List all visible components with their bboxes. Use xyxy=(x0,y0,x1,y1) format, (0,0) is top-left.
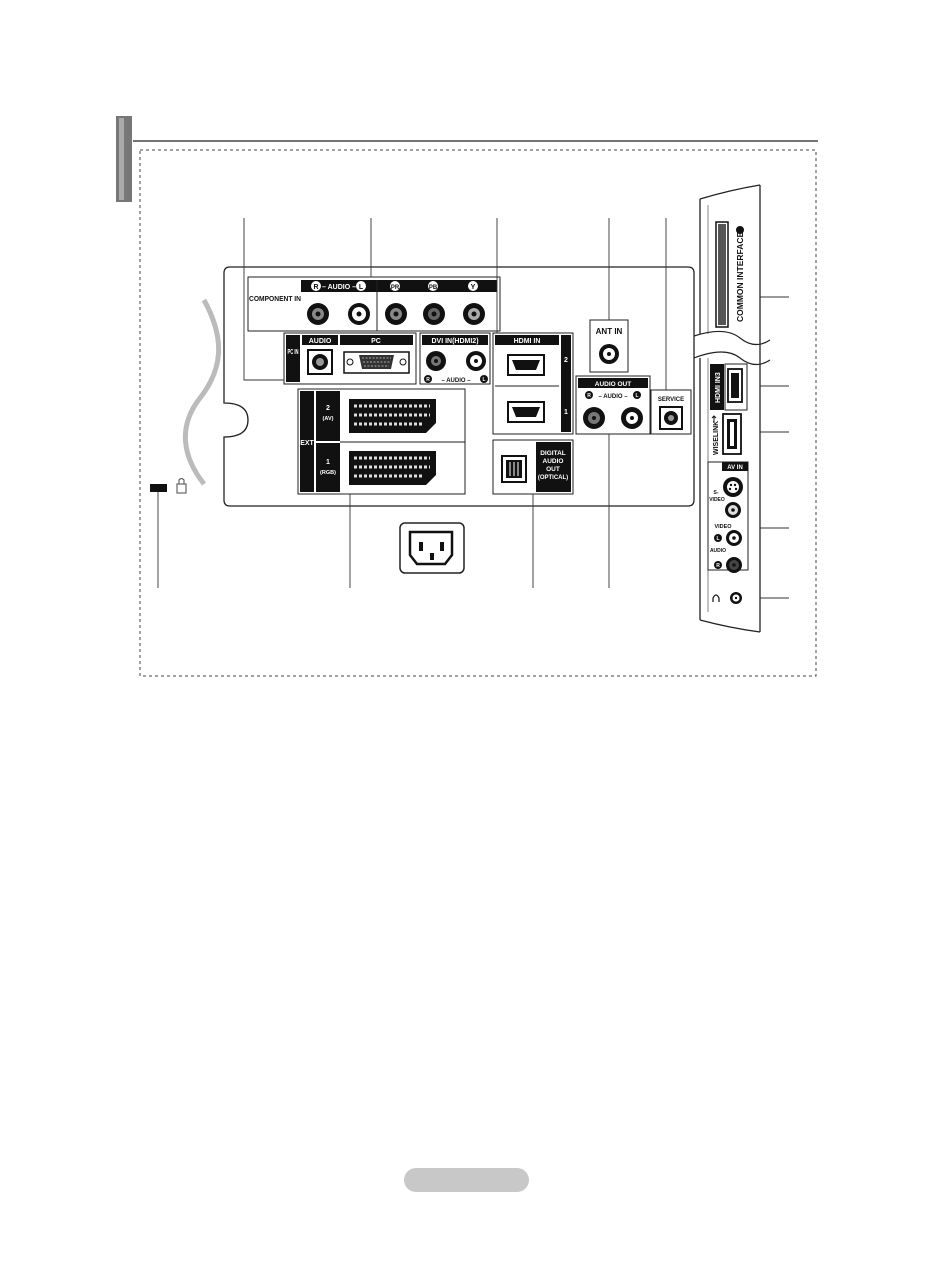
usb-port[interactable] xyxy=(722,413,742,455)
svg-text:DVI IN(HDMI2): DVI IN(HDMI2) xyxy=(431,338,478,345)
svg-text:HDMI IN: HDMI IN xyxy=(514,338,541,345)
svg-text:L: L xyxy=(482,377,485,383)
svg-text:EXT: EXT xyxy=(300,440,314,447)
optical-group: DIGITAL AUDIO OUT (OPTICAL) xyxy=(492,439,574,495)
scart-port-2[interactable] xyxy=(349,399,436,433)
svg-text:R: R xyxy=(716,563,720,569)
side-hdmi-port[interactable] xyxy=(727,368,743,403)
usb-icon xyxy=(711,415,717,422)
svg-text:R: R xyxy=(313,284,318,291)
svg-text:ANT IN: ANT IN xyxy=(596,327,623,336)
svg-text:DIGITAL: DIGITAL xyxy=(540,450,566,457)
video-jack[interactable] xyxy=(725,502,741,518)
rca-jack[interactable] xyxy=(621,407,643,429)
svg-text:PR: PR xyxy=(391,285,400,291)
antenna-jack[interactable] xyxy=(599,344,619,364)
headphone-jack[interactable] xyxy=(730,592,742,604)
rca-jack[interactable] xyxy=(348,303,370,325)
svg-text:(AV): (AV) xyxy=(323,416,334,422)
svg-text:L: L xyxy=(716,536,719,542)
ext-group: EXT 2 (AV) 1 (RGB) xyxy=(297,388,466,495)
svg-text:L: L xyxy=(635,393,638,399)
svg-text:(OPTICAL): (OPTICAL) xyxy=(538,475,568,481)
svg-text:AUDIO: AUDIO xyxy=(309,338,332,345)
ant-in-group: ANT IN xyxy=(589,319,629,373)
svg-text:R: R xyxy=(587,393,591,399)
svg-text:HDMI IN3: HDMI IN3 xyxy=(715,372,722,403)
pc-audio-jack[interactable] xyxy=(307,349,333,375)
svg-text:R: R xyxy=(426,377,430,383)
side-audio-l-jack[interactable] xyxy=(726,530,742,546)
service-group: SERVICE xyxy=(650,389,692,435)
callout-line xyxy=(243,218,284,381)
rca-jack[interactable] xyxy=(466,351,486,371)
svg-text:L: L xyxy=(359,284,364,291)
rca-jack[interactable] xyxy=(307,303,329,325)
rca-jack[interactable] xyxy=(385,303,407,325)
rca-jack[interactable] xyxy=(583,407,605,429)
svg-text:OUT: OUT xyxy=(546,466,560,473)
side-audio-r-jack[interactable] xyxy=(726,557,742,573)
svg-text:SERVICE: SERVICE xyxy=(658,397,684,403)
service-jack[interactable] xyxy=(659,406,683,430)
dashed-frame xyxy=(139,149,817,677)
optical-port[interactable] xyxy=(501,455,527,483)
component-in-label: COMPONENT IN xyxy=(249,296,301,303)
lock-icon xyxy=(176,477,187,494)
svg-text:– AUDIO –: – AUDIO – xyxy=(441,378,471,384)
hdmi-port-2[interactable] xyxy=(507,354,545,376)
svg-text:AUDIO: AUDIO xyxy=(710,548,726,554)
audio-out-group: AUDIO OUT R – AUDIO – L xyxy=(575,375,651,435)
rear-panel-outline xyxy=(223,266,695,507)
svg-text:1: 1 xyxy=(564,409,568,416)
hdmi-port-1[interactable] xyxy=(507,401,545,423)
vga-port[interactable] xyxy=(343,351,410,374)
svg-text:2: 2 xyxy=(326,405,330,412)
power-socket xyxy=(399,522,465,574)
svg-text:AV IN: AV IN xyxy=(727,465,743,471)
svg-text:– AUDIO –: – AUDIO – xyxy=(598,394,628,400)
svg-text:– AUDIO –: – AUDIO – xyxy=(322,284,356,291)
svg-text:S-: S- xyxy=(714,490,719,496)
svg-text:2: 2 xyxy=(564,357,568,364)
common-interface-slot[interactable] xyxy=(715,221,729,328)
common-interface-label: COMMON INTERFACE xyxy=(735,231,745,322)
kensington-slot xyxy=(150,484,167,492)
svg-text:Y: Y xyxy=(471,284,476,291)
svideo-port[interactable] xyxy=(723,477,743,497)
svg-text:AUDIO OUT: AUDIO OUT xyxy=(595,381,632,388)
svg-text:PC IN: PC IN xyxy=(288,349,299,356)
scart-port-1[interactable] xyxy=(349,451,436,485)
rca-jack[interactable] xyxy=(426,351,446,371)
component-in-group: COMPONENT IN R – AUDIO – L PR PB Y xyxy=(247,276,501,332)
svg-text:AUDIO: AUDIO xyxy=(543,458,564,465)
page-number-pill xyxy=(404,1168,529,1192)
svg-text:(RGB): (RGB) xyxy=(320,470,336,476)
cable-curve xyxy=(182,298,222,486)
svg-text:PC: PC xyxy=(371,338,381,345)
side-panel: COMMON INTERFACE HDMI IN3 WISELINK AV IN… xyxy=(693,184,771,633)
pc-in-group: PC IN AUDIO PC xyxy=(283,332,417,385)
svg-text:PB: PB xyxy=(429,285,438,291)
rca-jack[interactable] xyxy=(423,303,445,325)
dvi-in-group: DVI IN(HDMI2) R – AUDIO – L xyxy=(419,332,491,385)
wiselink-label: WISELINK xyxy=(713,421,720,455)
hdmi-in-group: HDMI IN 2 1 xyxy=(492,332,574,435)
svg-text:1: 1 xyxy=(326,459,330,466)
svg-text:VIDEO: VIDEO xyxy=(709,497,725,503)
rca-jack[interactable] xyxy=(463,303,485,325)
svg-text:VIDEO: VIDEO xyxy=(714,524,732,530)
headphone-icon xyxy=(712,594,720,602)
